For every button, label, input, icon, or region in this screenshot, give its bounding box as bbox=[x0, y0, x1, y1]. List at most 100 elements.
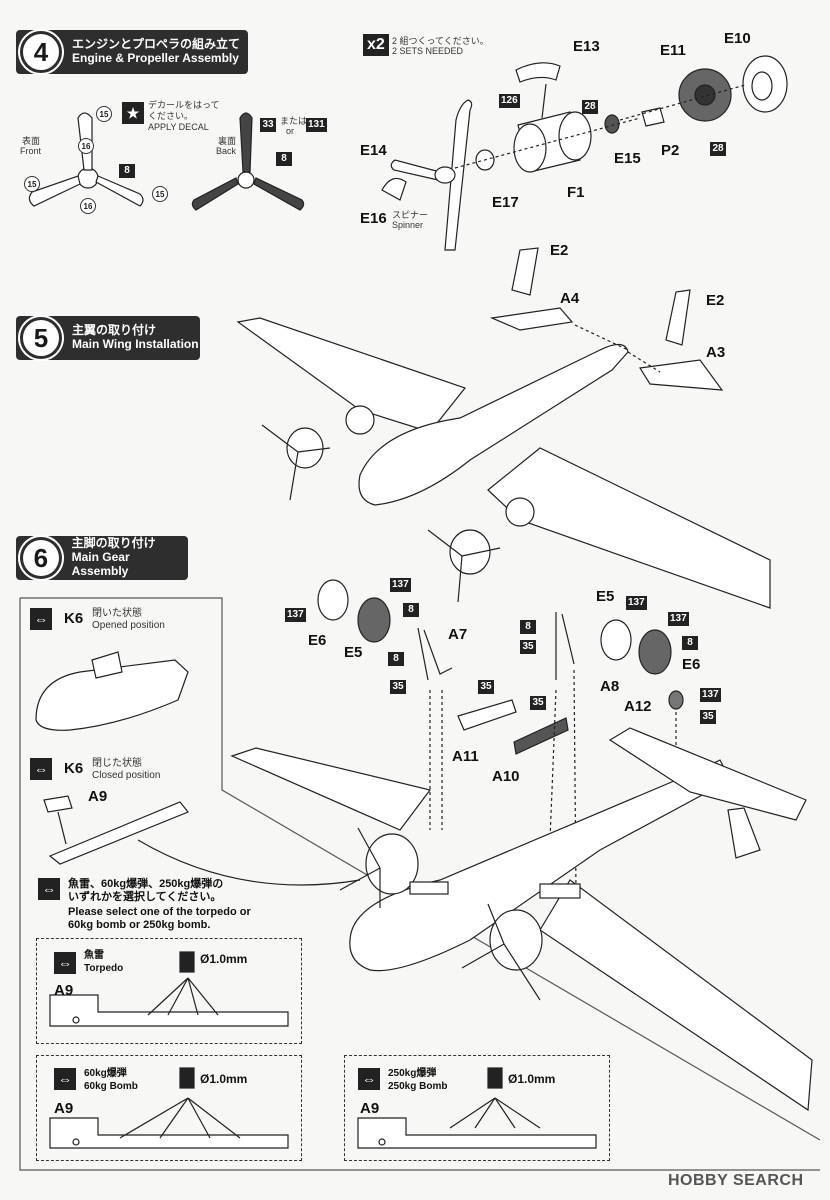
decal-16-a: 16 bbox=[78, 138, 94, 154]
spinner-jp: スピナー bbox=[392, 210, 429, 220]
bomb-250kg-option-box bbox=[344, 1055, 610, 1161]
part-label-a9-torpedo: A9 bbox=[54, 982, 74, 999]
part-35-d: 35 bbox=[520, 640, 536, 654]
bomb-250kg-jp: 250kg爆弾 bbox=[388, 1068, 437, 1079]
part-label-a8: A8 bbox=[600, 678, 620, 695]
k6-label-closed: K6 bbox=[64, 760, 84, 777]
step-6-badge: 6 主脚の取り付け Main Gear Assembly bbox=[16, 536, 188, 580]
part-28-b: 28 bbox=[710, 142, 726, 156]
torpedo-jp: 魚雷 bbox=[84, 950, 104, 961]
bomb-250kg-en: 250kg Bomb bbox=[388, 1081, 448, 1092]
part-35-c: 35 bbox=[530, 696, 546, 710]
front-label-jp: 表面 bbox=[22, 136, 41, 146]
a9-60kg-strip bbox=[49, 1097, 289, 1149]
decal-15-b: 15 bbox=[24, 176, 40, 192]
wing-installation-drawing bbox=[236, 247, 771, 609]
decal-note-en: APPLY DECAL bbox=[148, 122, 209, 132]
part-137-d: 137 bbox=[668, 612, 689, 626]
part-8-gear-b: 8 bbox=[388, 652, 404, 666]
part-label-e6-a: E6 bbox=[308, 632, 327, 649]
part-label-a7: A7 bbox=[448, 626, 468, 643]
engine-exploded-drawing bbox=[381, 55, 788, 251]
part-label-a3: A3 bbox=[706, 344, 726, 361]
part-8-gear-a: 8 bbox=[403, 603, 419, 617]
step-5-title-jp: 主翼の取り付け bbox=[72, 323, 157, 338]
part-28-a: 28 bbox=[582, 100, 598, 114]
k6-open-jp: 閉いた状態 bbox=[92, 608, 142, 619]
part-8-gear-c: 8 bbox=[520, 620, 536, 634]
step-4-title-en: Engine & Propeller Assembly bbox=[72, 51, 239, 65]
arrow-left-right-icon: ⇔ bbox=[38, 878, 60, 900]
part-137-e: 137 bbox=[700, 688, 721, 702]
part-label-e15: E15 bbox=[614, 150, 641, 167]
drill-size-torpedo: Ø1.0mm bbox=[200, 952, 248, 966]
step-5-number: 5 bbox=[20, 317, 62, 359]
torpedo-option-box bbox=[36, 938, 302, 1044]
sets-needed-jp: 2 組つくってください。 bbox=[392, 36, 489, 46]
k6-label-open: K6 bbox=[64, 610, 84, 627]
select-weapon-en: Please select one of the torpedo or 60kg… bbox=[68, 906, 251, 932]
part-137-c: 137 bbox=[626, 596, 647, 610]
part-label-f1: F1 bbox=[567, 184, 585, 201]
part-label-e2-a: E2 bbox=[550, 242, 569, 259]
decal-note-jp: デカールをはって ください。 bbox=[148, 100, 220, 121]
torpedo-en: Torpedo bbox=[84, 963, 124, 974]
step-5-title-en: Main Wing Installation bbox=[72, 337, 199, 351]
spinner-en: Spinner bbox=[392, 220, 424, 230]
bomb-60kg-option-box bbox=[36, 1055, 302, 1161]
mataha-label: または bbox=[280, 116, 308, 126]
step-4-title-jp: エンジンとプロペラの組み立て bbox=[72, 37, 241, 52]
step-6-title-en: Main Gear Assembly bbox=[71, 550, 130, 578]
main-gear-parts-drawing bbox=[317, 579, 684, 891]
part-131: 131 bbox=[306, 118, 327, 132]
part-label-e11: E11 bbox=[660, 42, 686, 59]
k6-open-en: Opened position bbox=[92, 620, 165, 631]
back-label-en: Back bbox=[216, 146, 237, 156]
part-label-e6-b: E6 bbox=[682, 656, 701, 673]
part-8-gear-d: 8 bbox=[682, 636, 698, 650]
k6-closed-drawing bbox=[43, 795, 361, 886]
a9-torpedo-strip bbox=[49, 977, 289, 1027]
part-137-a: 137 bbox=[390, 578, 411, 592]
part-label-p2: P2 bbox=[661, 142, 680, 159]
x2-badge: x2 bbox=[363, 34, 389, 56]
step6-aircraft-drawing bbox=[230, 727, 813, 1112]
back-label-jp: 裏面 bbox=[218, 136, 237, 146]
or-label: or bbox=[286, 126, 295, 136]
select-weapon-jp: 魚雷、60kg爆弾、250kg爆弾の いずれかを選択してください。 bbox=[68, 878, 224, 904]
part-35-a: 35 bbox=[390, 680, 406, 694]
part-35-b: 35 bbox=[478, 680, 494, 694]
hobby-search-logo: HOBBY SEARCH bbox=[668, 1172, 804, 1189]
propeller-back-drawing bbox=[191, 112, 305, 211]
drill-size-250kg: Ø1.0mm bbox=[508, 1072, 556, 1086]
bomb-60kg-jp: 60kg爆弾 bbox=[84, 1068, 127, 1079]
part-label-e2-b: E2 bbox=[706, 292, 725, 309]
step-4-badge: 4 エンジンとプロペラの組み立て Engine & Propeller Asse… bbox=[16, 30, 248, 74]
part-label-a9-main: A9 bbox=[88, 788, 108, 805]
step-4-number: 4 bbox=[20, 31, 62, 73]
part-label-e17: E17 bbox=[492, 194, 519, 211]
part-label-e14: E14 bbox=[360, 142, 387, 159]
part-label-a4: A4 bbox=[560, 290, 580, 307]
part-label-e5-a: E5 bbox=[344, 644, 363, 661]
part-8-a: 8 bbox=[119, 164, 135, 178]
part-label-e10: E10 bbox=[724, 30, 751, 47]
drill-icons bbox=[179, 951, 503, 1089]
step-6-number: 6 bbox=[20, 537, 62, 579]
part-126: 126 bbox=[499, 94, 520, 108]
bomb-60kg-en: 60kg Bomb bbox=[84, 1081, 138, 1092]
arrow-left-right-icon: ⇔ bbox=[54, 952, 76, 974]
part-8-b: 8 bbox=[276, 152, 292, 166]
star-icon: ★ bbox=[122, 102, 144, 124]
part-label-e16: E16 bbox=[360, 210, 387, 227]
part-label-a10: A10 bbox=[492, 768, 520, 785]
propeller-front-drawing bbox=[28, 112, 144, 207]
a9-250kg-strip bbox=[357, 1097, 597, 1149]
part-label-a9-250kg: A9 bbox=[360, 1100, 380, 1117]
arrow-left-right-icon: ⇔ bbox=[54, 1068, 76, 1090]
drill-size-60kg: Ø1.0mm bbox=[200, 1072, 248, 1086]
sets-needed-en: 2 SETS NEEDED bbox=[392, 46, 464, 56]
k6-opened-drawing bbox=[35, 651, 189, 731]
part-label-a11: A11 bbox=[452, 748, 479, 765]
